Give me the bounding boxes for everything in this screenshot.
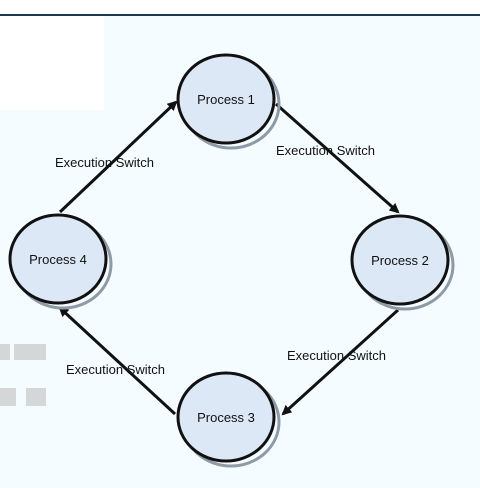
blank-region: [0, 16, 104, 110]
edge-arrow-p1-p2: [275, 102, 400, 214]
edge-arrow-p4-p1: [58, 100, 178, 214]
process-node-3: Process 3: [176, 371, 281, 468]
edge-arrow-p3-p4: [58, 306, 177, 416]
node-circle: [176, 371, 276, 463]
node-label: Process 4: [29, 252, 87, 267]
redacted-block: [0, 388, 16, 406]
process-node-4: Process 4: [8, 213, 113, 310]
redacted-block: [0, 344, 10, 360]
redacted-block: [26, 388, 46, 406]
node-label: Process 2: [371, 253, 429, 268]
process-node-2: Process 2: [350, 214, 455, 311]
node-circle: [8, 213, 108, 305]
node-label: Process 3: [197, 410, 255, 425]
edge-label-p1-p2: Execution Switch: [276, 143, 375, 158]
edge-label-p3-p4: Execution Switch: [66, 362, 165, 377]
edge-label-p4-p1: Execution Switch: [55, 155, 154, 170]
node-circle: [350, 214, 450, 306]
edge-arrow-p2-p3: [281, 308, 400, 416]
node-label: Process 1: [197, 92, 255, 107]
node-circle: [176, 53, 276, 145]
process-node-1: Process 1: [176, 53, 281, 150]
redacted-block: [14, 344, 46, 360]
edge-label-p2-p3: Execution Switch: [287, 348, 386, 363]
